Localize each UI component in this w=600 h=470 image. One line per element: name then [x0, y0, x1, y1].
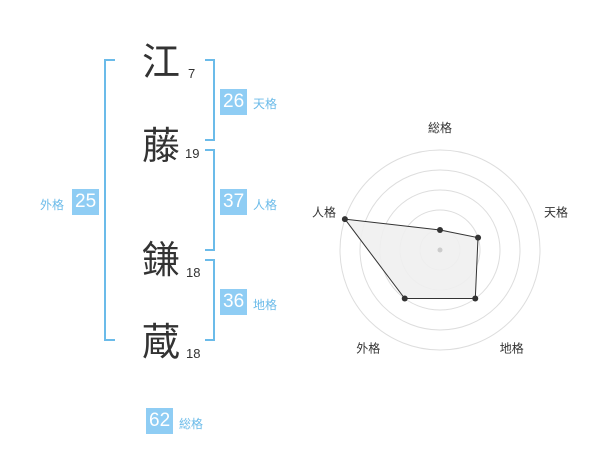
- radar-polygon: [343, 218, 479, 299]
- gaikaku-bracket: [104, 59, 115, 341]
- radar-axis-label: 人格: [312, 204, 336, 219]
- radar-axis-label: 地格: [500, 341, 524, 356]
- chikaku-bracket: [205, 259, 215, 341]
- stroke-count-3: 18: [186, 265, 201, 280]
- radar-points: [341, 216, 482, 302]
- radar-grid-ring: [339, 149, 541, 351]
- radar-grid-ring: [359, 169, 521, 331]
- name-char-4: 蔵: [142, 320, 181, 364]
- radar-axis-label: 総格: [428, 120, 452, 135]
- tenkaku-score: 26: [220, 89, 248, 115]
- chikaku-label: 地格: [253, 298, 278, 312]
- jinkaku-label: 人格: [253, 198, 278, 212]
- radar-point: [401, 295, 408, 302]
- radar-axis-label: 外格: [356, 341, 380, 356]
- radar-point: [475, 234, 482, 241]
- soukaku-score: 62: [146, 408, 174, 434]
- tenkaku-bracket: [205, 59, 215, 141]
- radar-axis-label: 天格: [544, 204, 568, 219]
- stroke-count-4: 18: [186, 346, 201, 361]
- name-char-2: 藤: [142, 124, 181, 168]
- jinkaku-bracket: [205, 149, 215, 251]
- gaikaku-score: 25: [72, 189, 100, 215]
- stroke-count-1: 7: [188, 66, 196, 81]
- radar-point: [472, 295, 479, 302]
- name-char-3: 鎌: [142, 238, 181, 282]
- name-char-1: 江: [142, 40, 181, 84]
- soukaku-label: 総格: [179, 417, 204, 431]
- stroke-count-2: 19: [185, 146, 200, 161]
- jinkaku-score: 37: [220, 189, 248, 215]
- radar-center-dot: [437, 247, 443, 253]
- tenkaku-label: 天格: [253, 97, 278, 111]
- radar-point: [341, 216, 348, 223]
- radar-point: [437, 227, 443, 233]
- chikaku-score: 36: [220, 289, 248, 315]
- gaikaku-label: 外格: [40, 198, 65, 212]
